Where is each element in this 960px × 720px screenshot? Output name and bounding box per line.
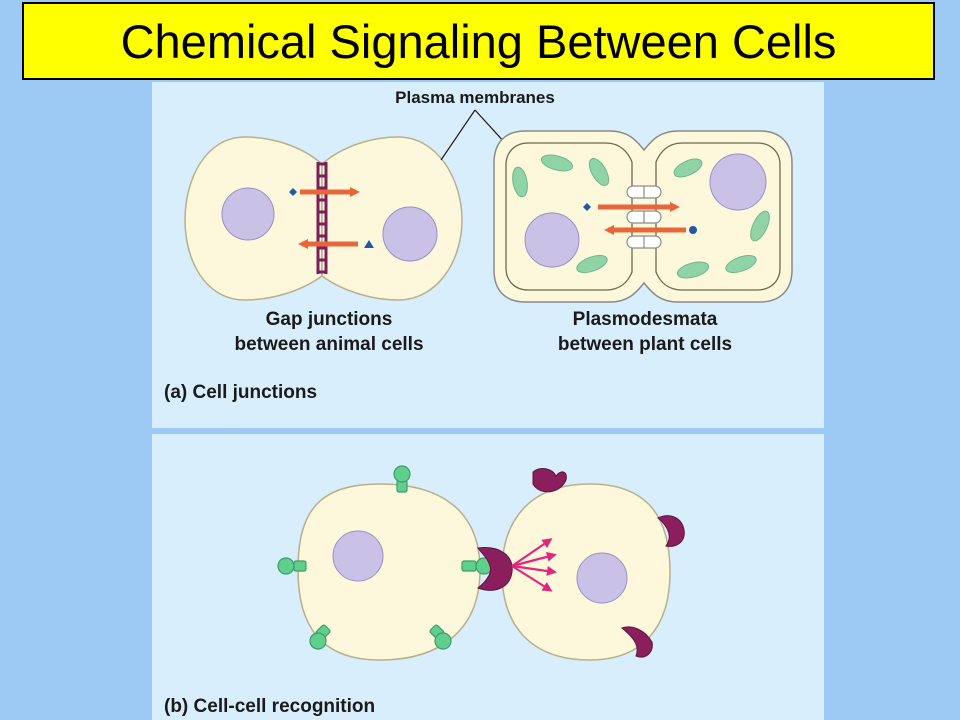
signal-molecule-triangle xyxy=(364,240,374,248)
plant-cells-pair xyxy=(493,130,793,303)
signal-arrows xyxy=(511,538,557,592)
panel-a-caption: (a) Cell junctions xyxy=(164,382,317,403)
animal-nucleus-right xyxy=(382,206,438,262)
chloroplasts xyxy=(512,154,770,279)
slide-title: Chemical Signaling Between Cells xyxy=(120,14,837,68)
recognition-cells xyxy=(277,465,685,661)
signal-molecule-diamond xyxy=(289,188,297,196)
plant-signal-dot xyxy=(689,226,697,234)
title-banner: Chemical Signaling Between Cells xyxy=(22,2,935,80)
recognition-nucleus-right xyxy=(576,552,628,604)
panel-b-caption: (b) Cell-cell recognition xyxy=(164,696,375,717)
plant-nucleus-left xyxy=(524,212,580,268)
receptors xyxy=(477,468,685,658)
surface-molecules xyxy=(277,465,493,650)
plant-signal-diamond xyxy=(583,203,591,211)
animal-cells-pair xyxy=(184,136,463,301)
plant-nucleus-right xyxy=(709,153,767,211)
animal-nucleus-left xyxy=(221,187,275,241)
plasmodesmata-label-line1: Plasmodesmata xyxy=(573,309,718,330)
recognition-cell-left xyxy=(297,483,481,661)
gap-junctions-label-line2: between animal cells xyxy=(234,334,423,355)
gap-junction-channels xyxy=(316,162,328,274)
plasmodesmata-channels xyxy=(626,185,662,249)
gap-junctions-label-line1: Gap junctions xyxy=(266,309,393,330)
plasma-membranes-label: Plasma membranes xyxy=(395,88,555,107)
plasmodesmata-label-line2: between plant cells xyxy=(558,334,732,355)
recognition-nucleus-left xyxy=(332,530,384,582)
